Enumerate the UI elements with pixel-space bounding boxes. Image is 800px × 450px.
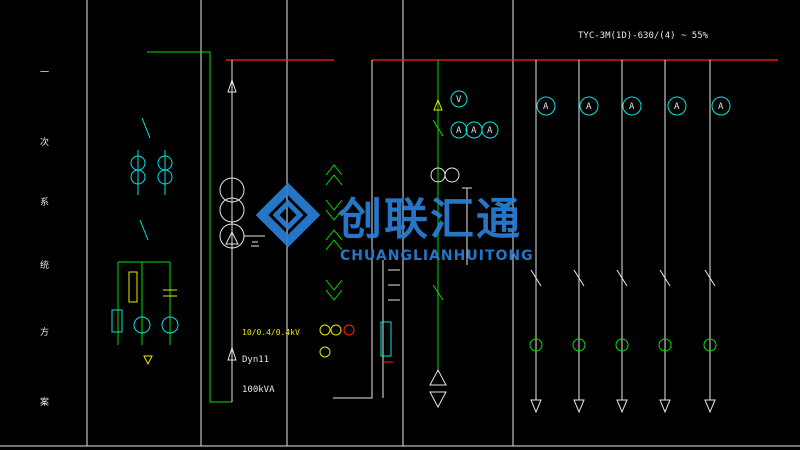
watermark-brand-cn: 创联汇通	[338, 194, 522, 245]
pt-secondary	[111, 261, 179, 345]
side-caption-char: 方	[40, 326, 49, 338]
ground-arrow-icon	[143, 355, 153, 366]
transformer	[219, 78, 265, 361]
feeder-ammeter-label: A	[718, 102, 724, 112]
meter-label: A	[471, 126, 477, 136]
side-caption-char: 统	[40, 259, 49, 271]
side-caption-char: 次	[40, 136, 49, 148]
transformer-rating-label: 10/0.4/0.4kV	[242, 328, 300, 337]
watermark-logo: 创联汇通 CHUANGLIANHUITONG	[255, 182, 534, 264]
metering-cabinet	[319, 164, 355, 358]
pt-cabinet	[130, 117, 173, 241]
outgoing-feeders	[530, 60, 716, 414]
logo-mark-icon	[255, 182, 321, 248]
side-caption-char: 案	[40, 396, 49, 408]
incoming-feeder	[147, 51, 233, 403]
side-caption: 一 次 系 统 方 案	[40, 68, 49, 408]
side-caption-char: 一	[40, 68, 49, 78]
watermark-brand-en: CHUANGLIANHUITONG	[340, 248, 534, 264]
meter-cluster	[450, 90, 499, 139]
transformer-vector-label: Dyn11	[242, 355, 269, 365]
meter-label: V	[456, 95, 462, 105]
feeder-ct	[529, 338, 717, 352]
feeder-ammeter-label: A	[586, 102, 592, 112]
main-incoming	[429, 60, 472, 409]
meter-label: A	[456, 126, 462, 136]
meter-label: A	[487, 126, 493, 136]
side-caption-char: 系	[40, 197, 49, 208]
feeder-ammeters	[536, 96, 731, 116]
metering-feeder	[333, 60, 400, 399]
feeder-ammeter-label: A	[674, 102, 680, 112]
transformer-capacity-label: 100kVA	[242, 385, 275, 395]
diagram-title-label: TYC-3M(1D)-630/(4) ~ 55%	[578, 31, 709, 41]
feeder-ammeter-label: A	[543, 102, 549, 112]
feeder-ammeter-label: A	[629, 102, 635, 112]
